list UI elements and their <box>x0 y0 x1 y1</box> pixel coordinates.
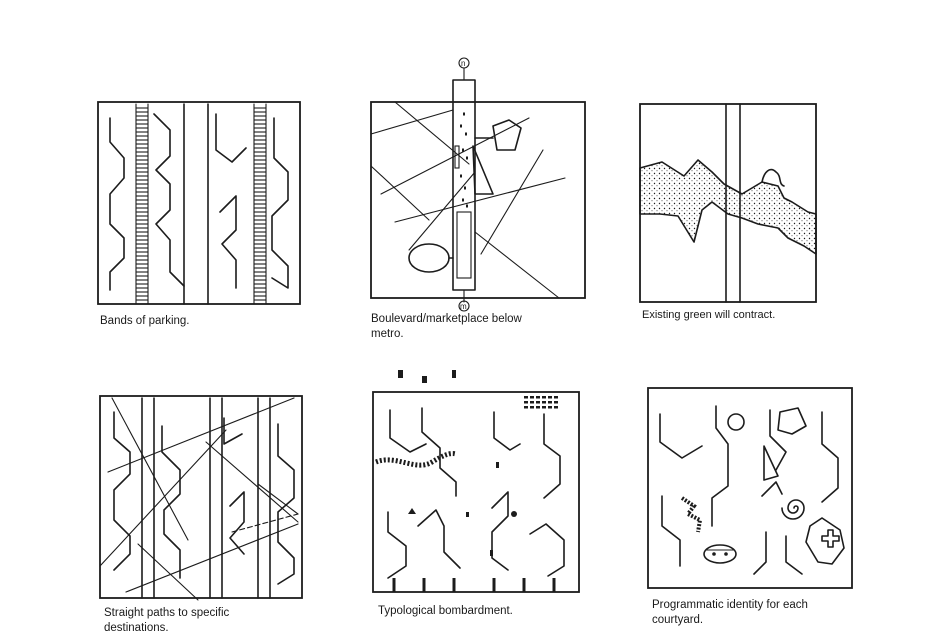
oval-plaza <box>703 544 737 564</box>
cross-plaza <box>805 517 845 565</box>
caption-straight-paths: Straight paths to specific destinations. <box>104 606 308 636</box>
parking-band-hatch-left <box>135 103 149 305</box>
bands-of-parking-sketch <box>97 101 301 305</box>
parking-band-hatch-right <box>253 103 267 305</box>
caption-programmatic-line1: Programmatic identity for each <box>652 599 808 611</box>
diagram-programmatic-identity: Programmatic identity for each courtyard… <box>646 386 858 638</box>
caption-typological-bombardment: Typological bombardment. <box>378 605 513 617</box>
caption-bands-of-parking: Bands of parking. <box>100 315 190 327</box>
caption-boulevard-line2: metro. <box>371 328 404 340</box>
spiral-feature <box>781 499 805 520</box>
caption-boulevard-marketplace: Boulevard/marketplace below metro. <box>371 312 591 342</box>
plaza-pentagon <box>492 119 522 151</box>
diagram-boulevard-marketplace: n m Boulevard/marketplace below metro. <box>369 54 591 344</box>
round-plaza <box>727 413 745 431</box>
diagram-typological-bombardment: Typological bombardment. <box>370 364 586 622</box>
caption-straight-line2: destinations. <box>104 622 169 634</box>
pentagon-plaza <box>777 407 807 435</box>
plaza-triangle <box>472 145 494 195</box>
caption-programmatic-identity: Programmatic identity for each courtyard… <box>652 598 858 628</box>
south-marker-label: m <box>460 302 467 311</box>
existing-green-sketch <box>639 103 817 303</box>
caption-boulevard-line1: Boulevard/marketplace below <box>371 313 522 325</box>
zigzag-feature <box>680 496 703 533</box>
green-area <box>639 159 817 255</box>
boulevard-marketplace-sketch: n m <box>370 57 586 312</box>
triangle-plaza <box>763 445 779 481</box>
diagram-existing-green: Existing green will contract. <box>638 102 820 328</box>
caption-straight-line1: Straight paths to specific <box>104 607 230 619</box>
caption-programmatic-line2: courtyard. <box>652 614 704 626</box>
wavy-hatched-path <box>375 451 457 468</box>
north-marker-label: n <box>461 59 465 68</box>
plaza-oval <box>408 243 450 273</box>
programmatic-identity-sketch <box>647 387 853 589</box>
diagram-bands-of-parking: Bands of parking. <box>96 100 302 327</box>
straight-paths-sketch <box>99 395 303 601</box>
diagram-straight-paths: Straight paths to specific destinations. <box>98 394 308 638</box>
typological-bombardment-sketch <box>372 370 580 593</box>
caption-existing-green: Existing green will contract. <box>642 309 776 321</box>
